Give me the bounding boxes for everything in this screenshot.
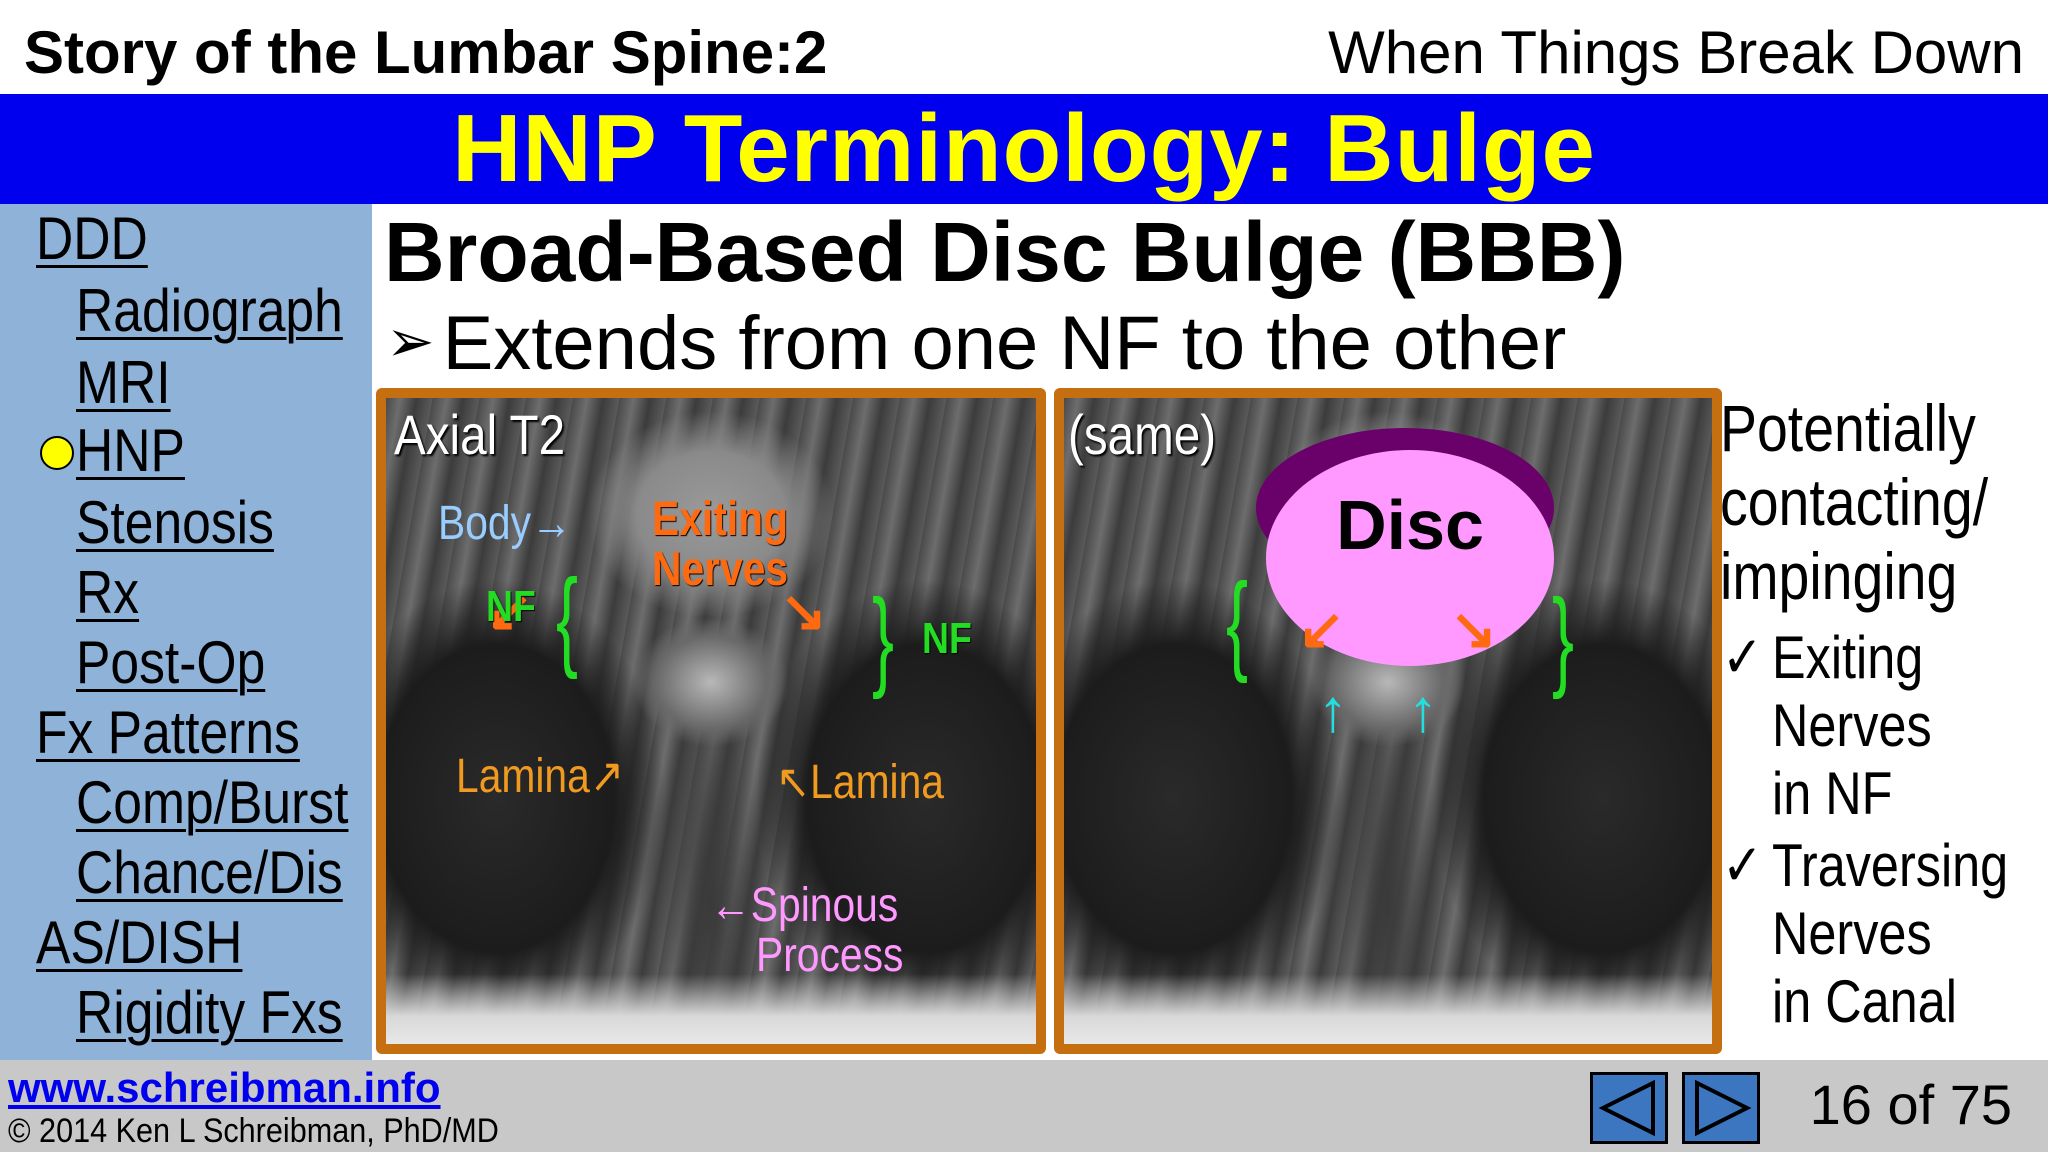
note-line-2: contacting/	[1720, 465, 1989, 539]
exiting-nerve-arrow-left-icon: ↙	[486, 579, 533, 642]
check-item-1-line-3: in NF	[1772, 760, 1893, 827]
nerves-label: Nerves	[652, 543, 789, 596]
sidebar-item-mri[interactable]: MRI	[76, 349, 171, 416]
image-title-right: (same)	[1068, 403, 1217, 466]
sidebar-item-stenosis[interactable]: Stenosis	[76, 489, 274, 556]
note-line-1: Potentially	[1720, 391, 1976, 465]
content-heading: Broad-Based Disc Bulge (BBB)	[384, 205, 1626, 299]
check-item-1-line-2: Nerves	[1772, 692, 1932, 759]
bullet-text: Extends from one NF to the other	[442, 301, 1567, 386]
nf-bracket-right-icon: }	[872, 577, 895, 700]
lamina-label-right: ↖Lamina	[776, 756, 945, 809]
sidebar-item-hnp[interactable]: HNP	[76, 417, 185, 484]
body-label: Body→	[438, 497, 572, 550]
sidebar-item-comp-burst[interactable]: Comp/Burst	[76, 769, 349, 836]
sidebar-item-chance-dis[interactable]: Chance/Dis	[76, 839, 343, 906]
exiting-nerve-arrow-right-icon: ↘	[780, 579, 827, 642]
note-line-3: impinging	[1720, 539, 1958, 613]
bullet-point: ➢Extends from one NF to the other	[386, 300, 1566, 387]
canal-arrow-right-icon: ↑	[1408, 677, 1438, 744]
website-link[interactable]: www.schreibman.info	[8, 1064, 441, 1111]
check-item-1-line-1: Exiting	[1772, 624, 1924, 691]
sidebar-item-radiograph[interactable]: Radiograph	[76, 277, 343, 344]
sidebar-item-rigidity-fxs[interactable]: Rigidity Fxs	[76, 979, 343, 1046]
nf-bracket-right-icon: }	[1552, 577, 1575, 700]
exiting-nerve-arrow-right-icon: ↘	[1450, 597, 1497, 660]
nf-bracket-left-icon: {	[556, 557, 579, 680]
check-item-2-line-3: in Canal	[1772, 968, 1957, 1035]
sidebar-nav: DDD Radiograph MRI HNP Stenosis Rx Post-…	[0, 204, 372, 1060]
check-item-2-line-1: Traversing	[1772, 832, 2009, 899]
sidebar-item-as-dish[interactable]: AS/DISH	[36, 909, 243, 976]
nf-label-right: NF	[922, 614, 972, 663]
exiting-nerve-arrow-left-icon: ↙	[1298, 597, 1345, 660]
image-title-left: Axial T2	[394, 403, 566, 466]
nf-label-left: NF	[486, 582, 536, 631]
sidebar-item-ddd[interactable]: DDD	[36, 205, 148, 272]
checkmark-icon: ✓	[1722, 833, 1763, 898]
footer-bar: www.schreibman.info © 2014 Ken L Schreib…	[0, 1060, 2048, 1152]
mri-panel-right: (same) Disc { } ↙ ↘ ↑ ↑	[1054, 388, 1722, 1054]
slide-title: HNP Terminology: Bulge	[452, 95, 1596, 202]
axial-t2-mri-image	[386, 398, 1036, 1044]
exiting-label: Exiting	[652, 493, 789, 546]
lamina-label-left: Lamina↗	[456, 750, 625, 803]
canal-arrow-left-icon: ↑	[1318, 677, 1348, 744]
spinous-label: ←Spinous	[710, 879, 899, 932]
bullet-arrow-icon: ➢	[386, 309, 435, 374]
disc-shape	[1266, 450, 1554, 666]
back-triangle-icon	[1598, 1079, 1655, 1137]
mri-panel-left: Axial T2 Body→ Exiting Nerves ↙ ↘ NF { }…	[376, 388, 1046, 1054]
check-item-2-line-2: Nerves	[1772, 900, 1932, 967]
process-label: Process	[756, 929, 904, 982]
nf-bracket-left-icon: {	[1226, 561, 1249, 684]
slide-title-banner: HNP Terminology: Bulge	[0, 94, 2048, 204]
sidebar-item-post-op[interactable]: Post-Op	[76, 629, 266, 696]
deck-title: Story of the Lumbar Spine:2	[24, 19, 828, 86]
checkmark-icon: ✓	[1722, 625, 1763, 690]
sidebar-item-fx-patterns[interactable]: Fx Patterns	[36, 699, 300, 766]
copyright-text: © 2014 Ken L Schreibman, PhD/MD	[8, 1112, 499, 1150]
prev-slide-button[interactable]	[1590, 1072, 1668, 1144]
current-section-indicator-icon	[40, 436, 74, 470]
page-counter: 16 of 75	[1809, 1073, 2012, 1136]
forward-triangle-icon	[1695, 1079, 1752, 1137]
sidebar-item-rx[interactable]: Rx	[76, 559, 140, 626]
next-slide-button[interactable]	[1682, 1072, 1760, 1144]
disc-label: Disc	[1336, 486, 1484, 564]
section-title: When Things Break Down	[1328, 19, 2024, 86]
